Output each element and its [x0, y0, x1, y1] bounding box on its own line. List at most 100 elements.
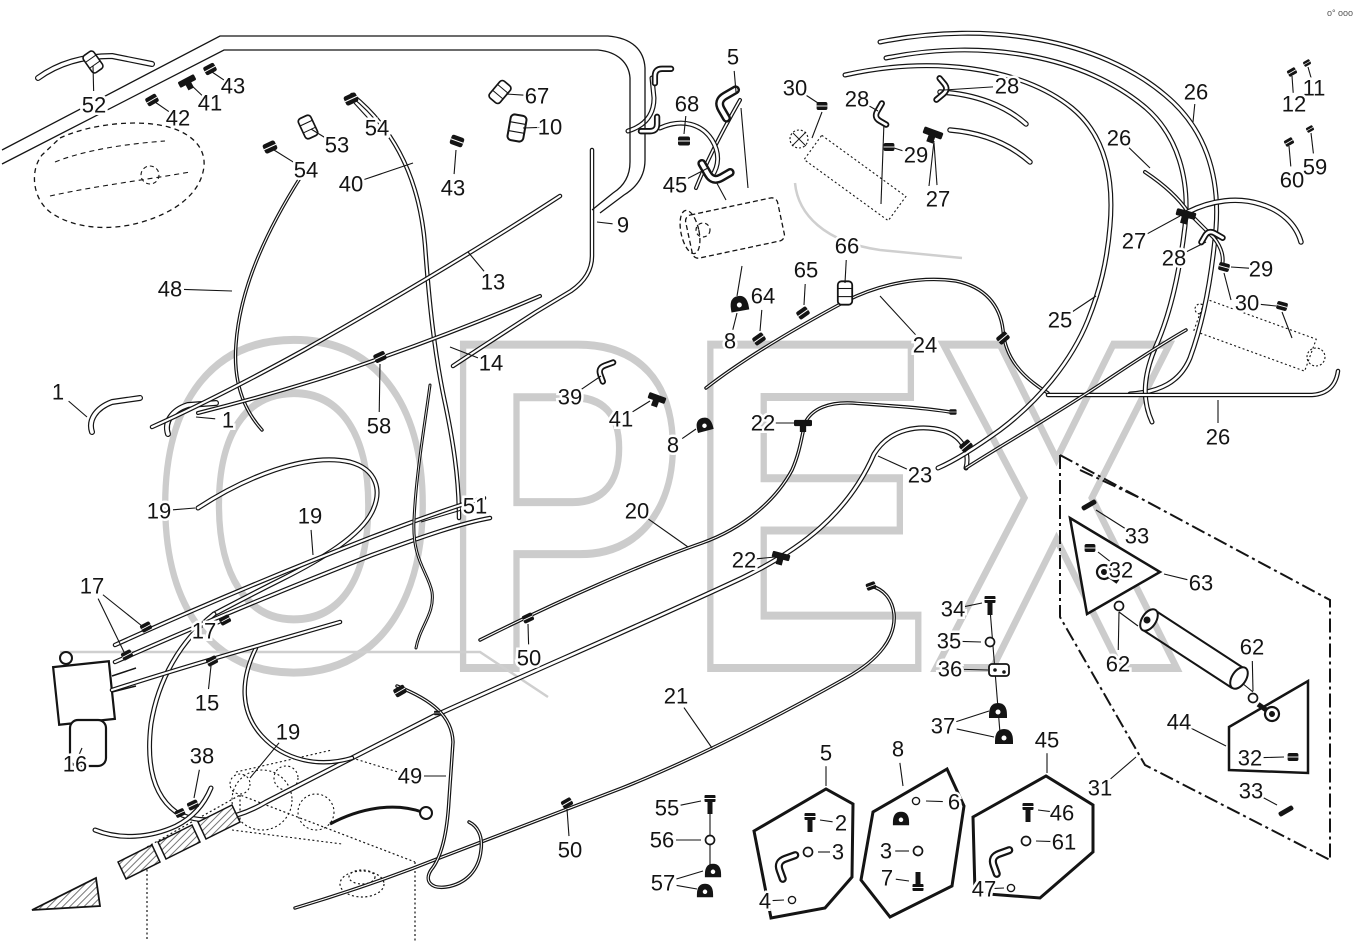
frame-line [1223, 272, 1232, 301]
part-label-28: 28 [1162, 246, 1186, 271]
part-label-27: 27 [1122, 229, 1146, 254]
pipe-core [878, 31, 1218, 396]
part-label-3: 3 [832, 840, 844, 865]
part-label-8: 8 [724, 329, 736, 354]
bolt-fitting-icon [1022, 803, 1034, 822]
tee-fitting-icon [794, 419, 812, 432]
cylinder-44 [1142, 610, 1246, 689]
nut-fitting-icon [959, 439, 973, 453]
nut-fitting-icon [752, 332, 766, 346]
leader-line [1310, 132, 1314, 154]
part-label-17: 17 [192, 619, 216, 644]
leader-line [732, 312, 738, 330]
leader-line [364, 162, 414, 181]
leader-line [92, 65, 95, 92]
pipe-core [479, 402, 951, 641]
part-label-67: 67 [525, 84, 549, 109]
tee-fitting-icon [922, 126, 944, 144]
clamp-fitting-icon [696, 417, 714, 434]
leader-line [581, 375, 602, 390]
pipe-core [294, 585, 895, 909]
part-label-8: 8 [892, 737, 904, 762]
pump-cluster [297, 793, 335, 831]
nut-fitting-icon [560, 797, 574, 809]
leader-line [207, 665, 212, 690]
frame-line [736, 265, 743, 297]
nut-fitting-icon [139, 621, 153, 633]
part-label-46: 46 [1050, 801, 1074, 826]
leader-line [632, 400, 651, 413]
tee-fitting-icon [178, 74, 196, 91]
part-label-11: 11 [1303, 76, 1326, 101]
part-label-51: 51 [463, 494, 487, 519]
pipe-core [413, 384, 433, 649]
ring-fitting-icon [704, 834, 716, 846]
pump-port [140, 165, 160, 185]
leader-line [756, 556, 776, 560]
part-label-7: 7 [881, 866, 893, 891]
leader-line [1037, 809, 1053, 813]
leader-line [172, 507, 196, 511]
leader-line [1307, 66, 1313, 80]
leader-line [681, 428, 697, 440]
part-label-15: 15 [195, 691, 219, 716]
leader-line [819, 819, 833, 823]
part-label-5: 5 [820, 741, 832, 766]
leader-line [310, 128, 327, 140]
plate-fitting-icon [988, 663, 1010, 677]
nut-fitting-icon [1283, 137, 1295, 147]
elbow-fitting-icon [1198, 228, 1226, 246]
ring-fitting-icon [787, 895, 797, 905]
nut-fitting-icon [883, 142, 895, 152]
nut-fitting-icon [865, 581, 877, 591]
leader-line [676, 884, 698, 890]
pipe-core [89, 396, 142, 434]
hoseelbow-fitting-icon [697, 158, 735, 184]
ram-body-dotted [1193, 298, 1317, 372]
leader-line [1097, 551, 1113, 564]
tee-fitting-icon [647, 392, 667, 408]
leader-line [964, 602, 983, 608]
part-label-31: 31 [1088, 776, 1112, 801]
part-label-1: 1 [52, 380, 64, 405]
pipe-core [196, 458, 379, 616]
leader-line [943, 86, 994, 91]
part-label-14: 14 [479, 351, 503, 376]
pump-cluster [229, 773, 251, 795]
leader-line [1095, 509, 1126, 529]
part-label-41: 41 [198, 91, 222, 116]
elbow-fitting-icon [596, 359, 617, 385]
hoseelbow-fitting-icon [988, 846, 1014, 878]
leader-line [596, 221, 613, 225]
leader-line [68, 400, 88, 418]
pipe-core [705, 278, 1049, 394]
leader-line [1288, 145, 1292, 167]
part-label-22: 22 [732, 548, 756, 573]
leader-line [865, 103, 879, 112]
leader-line [963, 668, 989, 671]
elbow-fitting-icon [637, 113, 661, 135]
leader-line [1258, 303, 1277, 307]
part-label-62: 62 [1240, 635, 1264, 660]
pipe-core [938, 90, 1028, 126]
nut-fitting-icon [120, 649, 134, 661]
frame-line [740, 107, 749, 189]
ring-fitting-icon [802, 846, 814, 858]
pin-fitting-icon [1278, 805, 1294, 817]
part-fitting-icon [506, 113, 528, 143]
nut-fitting-icon [393, 684, 407, 698]
part-label-40: 40 [339, 172, 363, 197]
pump-detail [49, 171, 191, 197]
pipe-core [150, 194, 562, 429]
leader-line [1117, 611, 1120, 651]
nut-fitting-icon [678, 136, 690, 146]
part-label-17: 17 [80, 574, 104, 599]
clamp-fitting-icon [696, 883, 714, 898]
frame-line [880, 121, 885, 205]
elbow-fitting-icon [651, 65, 675, 87]
pipe-core [658, 121, 719, 178]
leader-line [420, 509, 462, 523]
balljoint-fitting-icon [1256, 702, 1281, 723]
part-label-10: 10 [538, 115, 562, 140]
